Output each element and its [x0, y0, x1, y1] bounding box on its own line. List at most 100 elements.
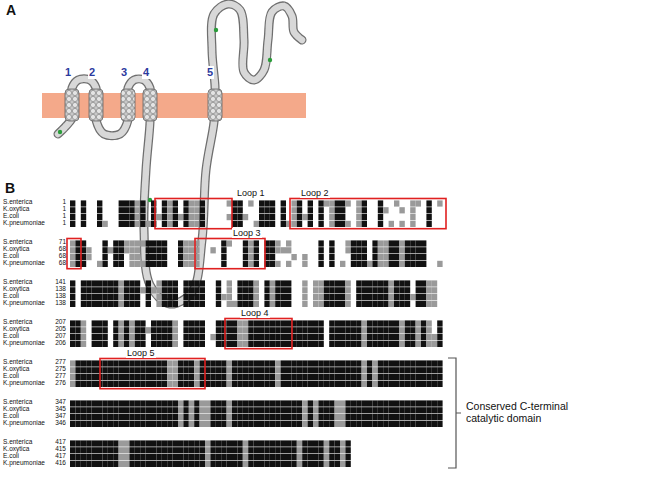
residue-shade [318, 200, 323, 206]
residue-shade [183, 301, 188, 307]
residue-shade [237, 367, 242, 373]
residue-shade [383, 254, 388, 260]
residue-shade [351, 334, 356, 340]
residue-shade [410, 360, 415, 366]
residue-shade [194, 280, 199, 286]
residue-shade [97, 214, 102, 220]
residue-shade [362, 200, 367, 206]
residue-shade [286, 407, 291, 413]
residue-shade [254, 327, 259, 333]
residue-shade [259, 400, 264, 406]
residue-shade [113, 294, 118, 300]
residue-shade [270, 447, 275, 453]
residue-shade [227, 421, 232, 427]
residue-shade [329, 367, 334, 373]
residue-shade [383, 207, 388, 213]
residue-shade [345, 240, 350, 246]
residue-shade [281, 447, 286, 453]
residue-shade [70, 454, 75, 460]
residue-shade [243, 214, 248, 220]
position-number: 275 [55, 366, 66, 373]
residue-shade [113, 374, 118, 380]
residue-shade [97, 261, 102, 267]
residue-shade [135, 320, 140, 326]
residue-shade [81, 440, 86, 446]
position-number: 138 [55, 300, 66, 307]
residue-shade [410, 207, 415, 213]
panel-letter: B [5, 180, 15, 196]
residue-shade [264, 301, 269, 307]
residue-shade [254, 341, 259, 347]
residue-shade [291, 407, 296, 413]
residue-shade [399, 247, 404, 253]
residue-shade [259, 414, 264, 420]
residue-shade [97, 221, 102, 227]
residue-shade [297, 367, 302, 373]
residue-shade [97, 400, 102, 406]
residue-shade [362, 214, 367, 220]
residue-shade [345, 400, 350, 406]
residue-shade [308, 207, 313, 213]
residue-shade [367, 421, 372, 427]
residue-shade [124, 414, 129, 420]
residue-shade [194, 301, 199, 307]
residue-shade [286, 334, 291, 340]
residue-shade [345, 200, 350, 206]
residue-shade [97, 440, 102, 446]
residue-shade [362, 327, 367, 333]
residue-shade [119, 414, 124, 420]
residue-shade [113, 440, 118, 446]
species-name: K.oxytica [3, 366, 29, 373]
residue-shade [129, 461, 134, 467]
residue-shade [275, 301, 280, 307]
residue-shade [437, 261, 442, 267]
residue-shade [81, 207, 86, 213]
residue-shade [178, 367, 183, 373]
residue-shade [329, 400, 334, 406]
residue-shade [378, 367, 383, 373]
residue-shade [394, 294, 399, 300]
residue-shade [394, 367, 399, 373]
residue-shade [254, 360, 259, 366]
residue-shade [367, 367, 372, 373]
residue-shade [270, 214, 275, 220]
residue-shade [356, 360, 361, 366]
residue-shade [302, 421, 307, 427]
residue-shade [75, 400, 80, 406]
residue-shade [378, 407, 383, 413]
residue-shade [389, 320, 394, 326]
residue-shade [124, 421, 129, 427]
residue-shade [243, 454, 248, 460]
residue-shade [194, 221, 199, 227]
residue-shade [70, 461, 75, 467]
residue-shade [135, 301, 140, 307]
residue-shade [200, 214, 205, 220]
residue-shade [189, 341, 194, 347]
residue-shade [264, 287, 269, 293]
residue-shade [119, 381, 124, 387]
residue-shade [405, 367, 410, 373]
residue-shade [178, 461, 183, 467]
residue-shade [329, 301, 334, 307]
residue-shade [183, 287, 188, 293]
residue-shade [297, 400, 302, 406]
residue-shade [124, 440, 129, 446]
residue-shade [313, 287, 318, 293]
residue-shade [399, 240, 404, 246]
residue-shade [237, 440, 242, 446]
residue-shade [189, 221, 194, 227]
residue-shade [210, 447, 215, 453]
residue-shade [291, 440, 296, 446]
residue-shade [140, 327, 145, 333]
residue-shade [129, 261, 134, 267]
residue-shade [156, 421, 161, 427]
residue-shade [119, 447, 124, 453]
residue-shade [394, 374, 399, 380]
residue-shade [254, 254, 259, 260]
residue-shade [362, 221, 367, 227]
residue-shade [324, 421, 329, 427]
residue-shade [189, 240, 194, 246]
residue-shade [254, 454, 259, 460]
residue-shade [151, 261, 156, 267]
residue-shade [432, 421, 437, 427]
